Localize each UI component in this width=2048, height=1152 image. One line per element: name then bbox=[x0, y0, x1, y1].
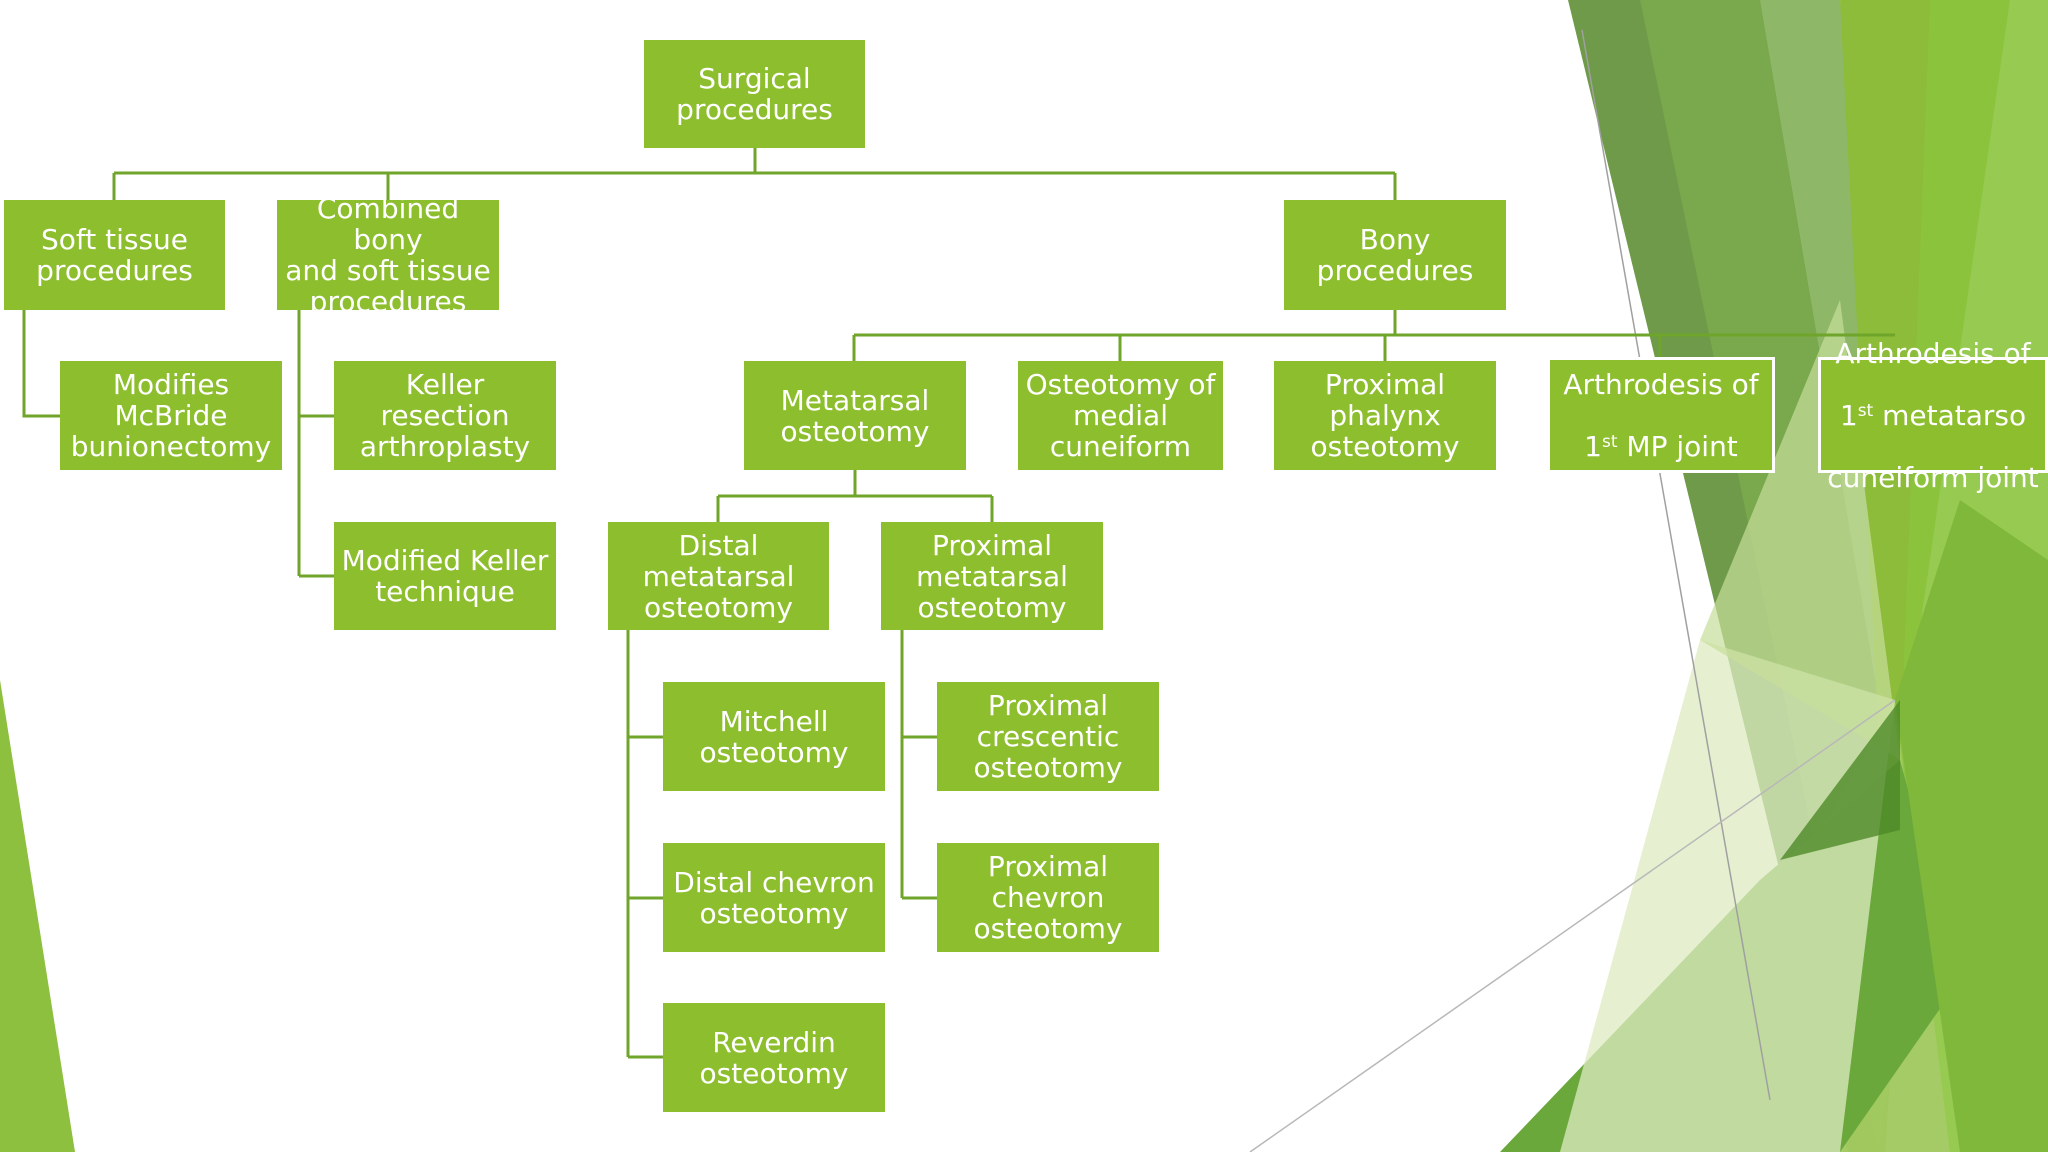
arthrodesis-mc-line1: Arthrodesis of bbox=[1835, 336, 2031, 370]
proximal-phalynx-osteotomy-node: Proximal phalynx osteotomy bbox=[1274, 361, 1496, 470]
modified-keller-technique-node: Modified Keller technique bbox=[334, 522, 556, 630]
proximal-metatarsal-osteotomy-node: Proximal metatarsal osteotomy bbox=[881, 522, 1103, 630]
mitchell-osteotomy-node: Mitchell osteotomy bbox=[663, 682, 885, 791]
bony-procedures-node: Bony procedures bbox=[1284, 200, 1506, 310]
reverdin-osteotomy-node: Reverdin osteotomy bbox=[663, 1003, 885, 1112]
proximal-chevron-osteotomy-node: Proximal chevron osteotomy bbox=[937, 843, 1159, 952]
arthrodesis-mp-line1: Arthrodesis of bbox=[1563, 367, 1759, 401]
metatarsal-osteotomy-node: Metatarsal osteotomy bbox=[744, 361, 966, 470]
proximal-crescentic-osteotomy-node: Proximal crescentic osteotomy bbox=[937, 682, 1159, 791]
arthrodesis-mc-line2: 1st metatarso bbox=[1827, 400, 2039, 431]
arthrodesis-1st-metatarso-cuneiform-joint-node: Arthrodesis of 1st metatarso cuneiform j… bbox=[1818, 338, 2048, 493]
surgical-procedures-node: Surgical procedures bbox=[644, 40, 865, 148]
combined-bony-soft-tissue-node: Combined bony and soft tissue procedures bbox=[277, 193, 499, 317]
arthrodesis-mc-line3: cuneiform joint bbox=[1827, 460, 2039, 494]
distal-chevron-osteotomy-node: Distal chevron osteotomy bbox=[663, 843, 885, 952]
arthrodesis-mc-metatarso: metatarso bbox=[1873, 398, 2027, 432]
arthrodesis-1st-mp-joint-node: Arthrodesis of 1st MP joint bbox=[1547, 357, 1775, 473]
keller-resection-arthroplasty-node: Keller resection arthroplasty bbox=[334, 361, 556, 470]
arthrodesis-mp-joint: MP joint bbox=[1617, 429, 1738, 463]
soft-tissue-procedures-node: Soft tissue procedures bbox=[4, 200, 225, 310]
distal-metatarsal-osteotomy-node: Distal metatarsal osteotomy bbox=[608, 522, 829, 630]
modifies-mcbride-bunionectomy-node: Modifies McBride bunionectomy bbox=[60, 361, 282, 470]
arthrodesis-mp-number: 1 bbox=[1584, 429, 1602, 463]
arthrodesis-mc-ordinal: st bbox=[1857, 400, 1874, 421]
arthrodesis-mp-ordinal: st bbox=[1602, 431, 1618, 452]
osteotomy-of-medial-cuneiform-node: Osteotomy of medial cuneiform bbox=[1018, 361, 1223, 470]
arthrodesis-mp-line2: 1st MP joint bbox=[1563, 431, 1758, 462]
arthrodesis-mc-number: 1 bbox=[1839, 398, 1858, 432]
